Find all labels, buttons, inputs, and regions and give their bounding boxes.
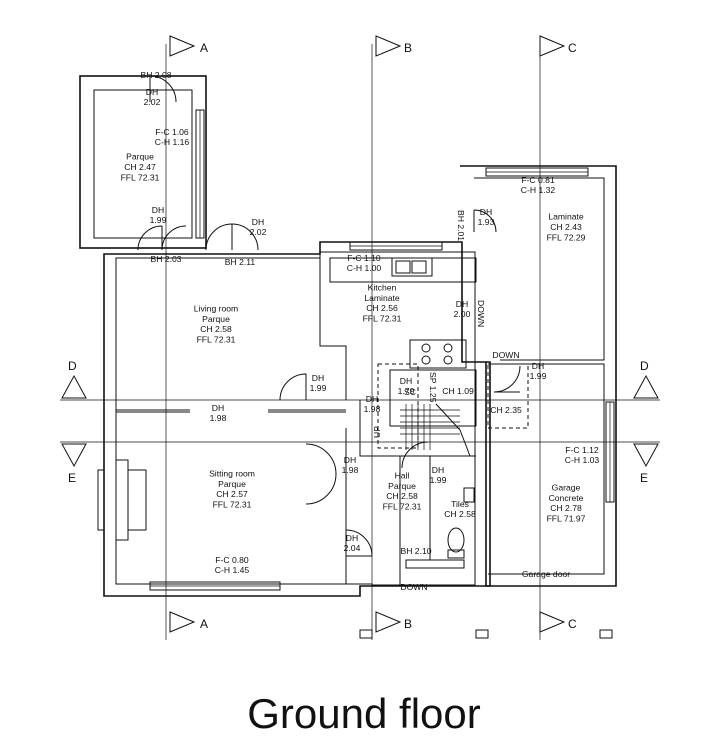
room-kitchen-line-1: Laminate bbox=[364, 293, 400, 303]
room-living-line-1: Parque bbox=[202, 314, 230, 324]
dh-1-79-line-1: 1.79 bbox=[398, 386, 415, 396]
bh-2-08-line-0: BH 2.08 bbox=[140, 70, 171, 80]
fc-1-12-line-1: C-H 1.03 bbox=[565, 455, 600, 465]
dh-2-04-line-1: 2.04 bbox=[344, 543, 361, 553]
dh-1-98-stair-line-0: DH bbox=[366, 394, 378, 404]
room-sitting-line-3: FFL 72.31 bbox=[213, 500, 252, 510]
room-hall-line-0: Hall bbox=[395, 470, 410, 480]
section-marker-a-bottom: A bbox=[200, 617, 208, 631]
room-living-line-3: FFL 72.31 bbox=[197, 335, 236, 345]
dh-1-93-line-1: 1.93 bbox=[478, 217, 495, 227]
room-garage-line-2: CH 2.78 bbox=[550, 503, 582, 513]
fc-1-12-line-0: F-C 1.12 bbox=[565, 445, 599, 455]
dh-1-99-wc-line-0: DH bbox=[432, 465, 444, 475]
garage-door-line-0: Garage door bbox=[522, 569, 570, 579]
fc-0-81-line-1: C-H 1.32 bbox=[521, 185, 556, 195]
dh-1-99-wc-line-1: 1.99 bbox=[430, 475, 447, 485]
section-marker-c-bottom: C bbox=[568, 617, 577, 631]
room-parque-top-line-0: Parque bbox=[126, 152, 154, 162]
room-kitchen-line-0: Kitchen bbox=[368, 282, 397, 292]
dh-1-98-open-line-0: DH bbox=[212, 403, 224, 413]
dh-1-99-living-line-0: DH bbox=[312, 373, 324, 383]
room-living-line-0: Living room bbox=[194, 303, 238, 313]
down-hall-line-0: DOWN bbox=[400, 582, 427, 592]
dh-2-00-line-1: 2.00 bbox=[454, 309, 471, 319]
room-garage-line-3: FFL 71.97 bbox=[547, 514, 586, 524]
dh-1-98-sitting-line-1: 1.98 bbox=[342, 465, 359, 475]
fc-0-80-line-1: C-H 1.45 bbox=[215, 565, 250, 575]
windows bbox=[149, 109, 615, 591]
dh-1-99-right-line-0: DH bbox=[532, 361, 544, 371]
bh-2-03-line-0: BH 2.03 bbox=[150, 254, 181, 264]
room-sitting-line-2: CH 2.57 bbox=[216, 489, 248, 499]
fc-0-81-line-0: F-C 0.81 bbox=[521, 175, 555, 185]
fc-1-10-line-0: F-C 1.10 bbox=[347, 253, 381, 263]
dh-1-99-top-line-1: 1.99 bbox=[150, 215, 167, 225]
dh-1-99-top-line-0: DH bbox=[152, 205, 164, 215]
room-laminate-right-line-0: Laminate bbox=[548, 212, 584, 222]
section-marker-a-top: A bbox=[200, 41, 208, 55]
down-kitchen-label: DOWN bbox=[476, 300, 486, 327]
sc-label-line-0: SC bbox=[404, 387, 416, 397]
fc-1-10-line-1: C-H 1.00 bbox=[347, 263, 382, 273]
room-hall-line-1: Parque bbox=[388, 481, 416, 491]
section-marker-d-left: D bbox=[68, 359, 77, 373]
up-label-label: UP bbox=[372, 426, 382, 438]
room-laminate-right-line-2: FFL 72.29 bbox=[547, 232, 586, 242]
dh-2-02-top-line-0: DH bbox=[146, 87, 158, 97]
dh-1-99-living-line-1: 1.99 bbox=[310, 383, 327, 393]
down-right-line-0: DOWN bbox=[492, 350, 519, 360]
bh-2-11-line-0: BH 2.11 bbox=[225, 257, 256, 267]
room-parque-top-line-2: FFL 72.31 bbox=[121, 172, 160, 182]
section-marker-b-top: B bbox=[404, 41, 412, 55]
bh-2-10-line-0: BH 2.10 bbox=[400, 546, 431, 556]
ch-2-35-line-0: CH 2.35 bbox=[490, 405, 522, 415]
dh-1-79-line-0: DH bbox=[400, 376, 412, 386]
room-sitting-line-1: Parque bbox=[218, 479, 246, 489]
dh-2-02-top-line-1: 2.02 bbox=[144, 97, 161, 107]
room-living-line-2: CH 2.58 bbox=[200, 324, 232, 334]
section-lines bbox=[60, 44, 660, 640]
fixtures bbox=[391, 257, 475, 559]
room-kitchen-line-2: CH 2.56 bbox=[366, 303, 398, 313]
drawing-title: Ground floor bbox=[247, 690, 480, 737]
section-marker-c-top: C bbox=[568, 41, 577, 55]
dh-2-00-line-0: DH bbox=[456, 299, 468, 309]
room-garage-line-0: Garage bbox=[552, 482, 581, 492]
room-wc-line-1: CH 2.58 bbox=[444, 509, 476, 519]
ch-1-09-line-0: CH 1.09 bbox=[442, 386, 474, 396]
dh-1-93-line-0: DH bbox=[480, 207, 492, 217]
dh-1-98-stair-line-1: 1.98 bbox=[364, 404, 381, 414]
room-kitchen-line-3: FFL 72.31 bbox=[363, 314, 402, 324]
fc-1-06-line-0: F-C 1.06 bbox=[155, 127, 189, 137]
room-garage-line-1: Concrete bbox=[549, 493, 584, 503]
dh-2-02-mid-line-0: DH bbox=[252, 217, 264, 227]
section-markers bbox=[61, 35, 659, 639]
room-hall-line-2: CH 2.58 bbox=[386, 491, 418, 501]
section-marker-d-right: D bbox=[640, 359, 649, 373]
room-parque-top-line-1: CH 2.47 bbox=[124, 162, 156, 172]
fc-1-06-line-1: C-H 1.16 bbox=[155, 137, 190, 147]
sp-1-25-label: SP 1.25 bbox=[428, 372, 438, 403]
walls bbox=[79, 75, 617, 597]
fc-0-80-line-0: F-C 0.80 bbox=[215, 555, 249, 565]
section-marker-b-bottom: B bbox=[404, 617, 412, 631]
dh-1-98-sitting-line-0: DH bbox=[344, 455, 356, 465]
room-hall-line-3: FFL 72.31 bbox=[383, 502, 422, 512]
dh-2-04-line-0: DH bbox=[346, 533, 358, 543]
section-marker-e-left: E bbox=[68, 471, 76, 485]
section-marker-e-right: E bbox=[640, 471, 648, 485]
dh-1-99-right-line-1: 1.99 bbox=[530, 371, 547, 381]
dh-1-98-open-line-1: 1.98 bbox=[210, 413, 227, 423]
room-laminate-right-line-1: CH 2.43 bbox=[550, 222, 582, 232]
room-wc-line-0: Tiles bbox=[451, 499, 469, 509]
dh-2-02-mid-line-1: 2.02 bbox=[250, 227, 267, 237]
room-sitting-line-0: Sitting room bbox=[209, 468, 255, 478]
doors bbox=[137, 75, 521, 557]
bh-2-01-label: BH 2.01 bbox=[456, 210, 466, 241]
